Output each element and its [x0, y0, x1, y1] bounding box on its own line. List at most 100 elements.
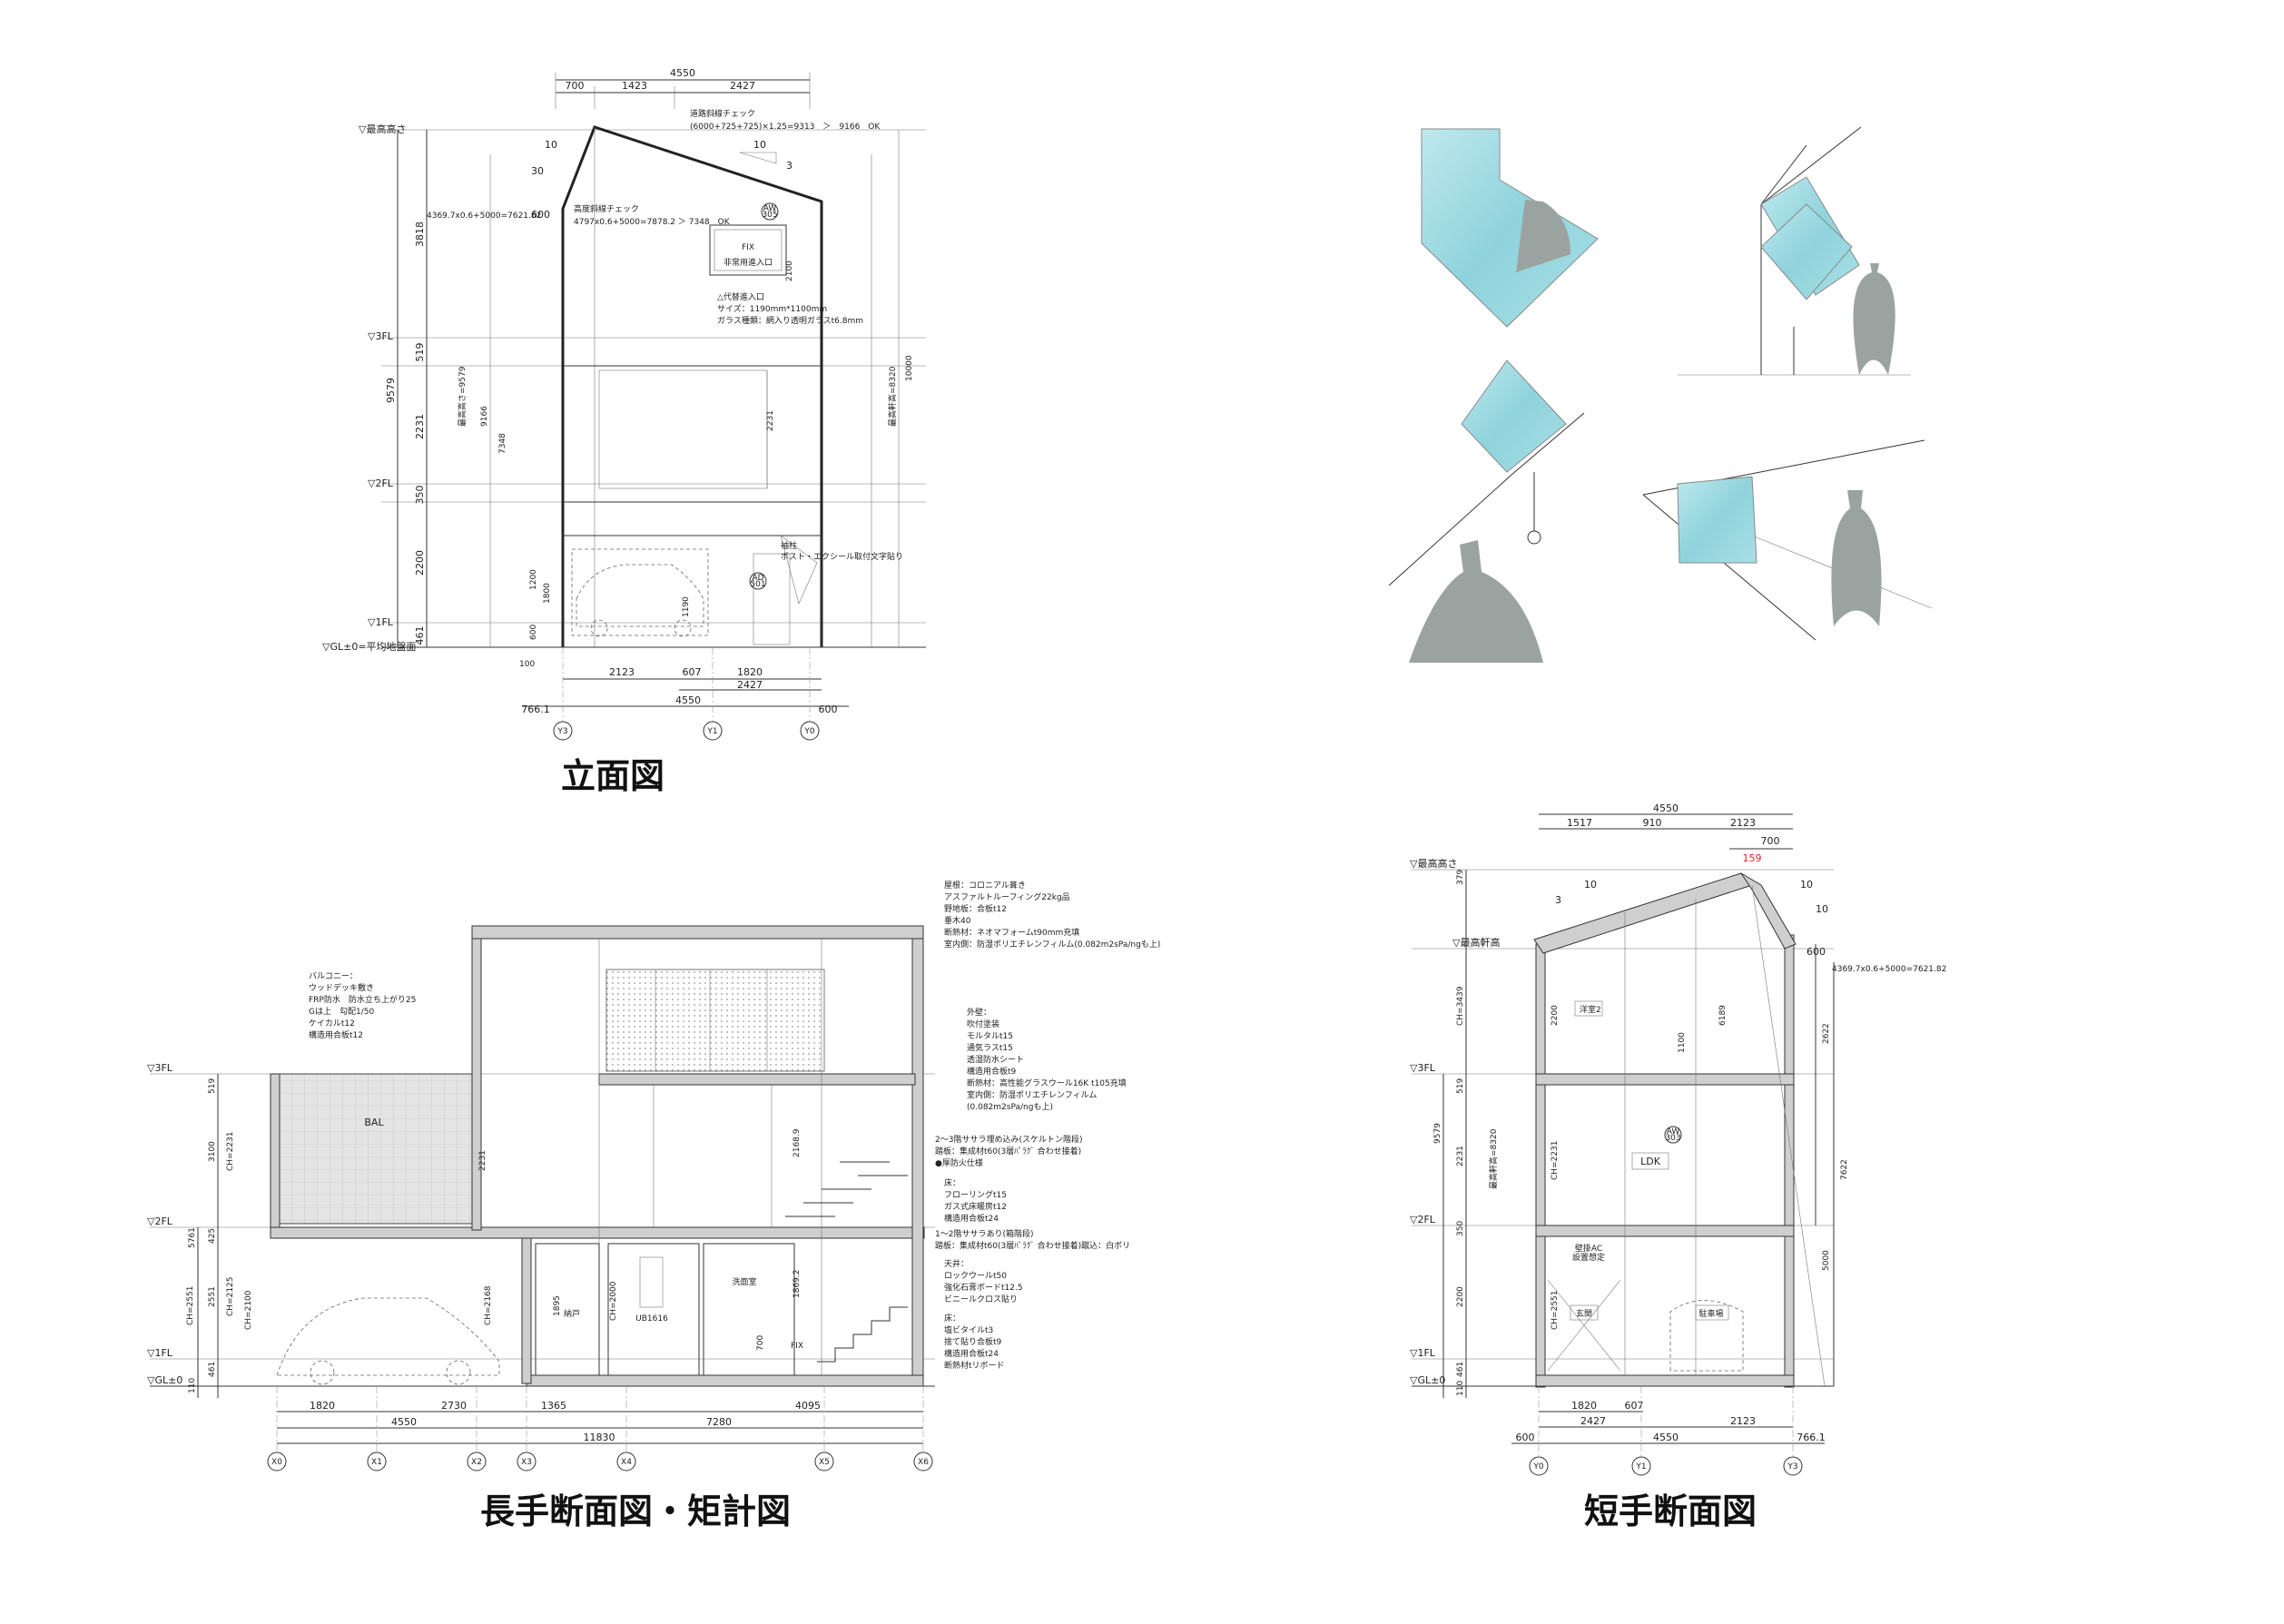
elevation-dim-600: 600: [529, 625, 538, 640]
room-label: UB1616: [635, 1314, 668, 1324]
note-line: 断熱材：ネオマフォームt90mm充填: [944, 927, 1079, 938]
elevation-top-total: 4550: [670, 67, 695, 79]
eave-label: 最高軒高=8320: [887, 366, 898, 427]
grid-label: X5: [819, 1458, 830, 1467]
note-line: ケイカルt12: [309, 1019, 355, 1029]
elevation-left-total: 9579: [385, 378, 397, 403]
short-left-dim: 110: [1456, 1381, 1465, 1396]
elevation-dim-1800: 1800: [543, 583, 552, 604]
room-label: 納戸: [564, 1308, 580, 1319]
short-formula: 4369.7x0.6+5000=7621.82: [1832, 965, 1946, 974]
elevation-bottom-total: 4550: [675, 694, 701, 706]
long-left-dim: 3100: [208, 1141, 217, 1162]
note-line: 強化石膏ボードt12.5: [944, 1282, 1023, 1293]
note-line: 2～3階ササラ埋め込み(スケルトン階段): [935, 1134, 1082, 1145]
short-slope: 10: [1800, 879, 1813, 891]
short-bottom-dim: 607: [1625, 1400, 1644, 1412]
long-inner-dim: 1895: [553, 1295, 562, 1316]
note-line: 天井：: [944, 1258, 969, 1269]
elevation-dim-100: 100: [519, 660, 535, 669]
grid-label: X2: [471, 1458, 482, 1467]
note-line: アスファルトルーフィング22kg品: [944, 891, 1070, 902]
short-inner-dim: 1100: [1678, 1032, 1687, 1053]
room-label: LDK: [1640, 1156, 1661, 1167]
elevation-left-dim: 461: [414, 626, 426, 645]
balcony-area: [276, 1073, 473, 1225]
note-line: 踏板：集成材t60(3層ﾊﾟﾗｸﾞ 合わせ接着)蹴込：白ポリ: [935, 1240, 1130, 1251]
aw-tag: AW: [1667, 1127, 1680, 1137]
elevation-bottom-left: 766.1: [521, 704, 550, 715]
grid-label: X0: [271, 1458, 282, 1467]
short-left-dim: 350: [1456, 1221, 1465, 1236]
elevation-level: ▽最高高さ: [359, 123, 406, 135]
ch-label: CH=2168: [484, 1285, 493, 1325]
short-right-dim: 7622: [1840, 1159, 1849, 1180]
note-line: 屋根：コロニアル葺き: [944, 880, 1026, 891]
elevation-bottom-right: 600: [819, 704, 838, 715]
note-line: 構造用合板t24: [944, 1213, 999, 1224]
room-label: 洋室2: [1580, 1004, 1601, 1015]
ac-label: 壁掛AC: [1575, 1243, 1602, 1254]
elevation-slope: 10: [753, 139, 766, 151]
aw-tag-no: 303: [1665, 1134, 1680, 1143]
elevation-level: ▽2FL: [368, 477, 394, 489]
long-bottom-dim: 4095: [795, 1400, 821, 1412]
road-check-formula: (6000+725+725)×1.25=9313 ＞ 9166 OK: [690, 123, 881, 132]
short-top-part: 910: [1643, 817, 1662, 829]
short-inner-dim: 2200: [1551, 1005, 1560, 1026]
elevation-slope: 30: [531, 165, 544, 177]
note-line: 構造用合板t24: [944, 1348, 999, 1359]
elevation-title: 立面図: [561, 756, 665, 796]
grid-label: X3: [521, 1458, 532, 1467]
short-bottom-dim: 4550: [1653, 1432, 1679, 1443]
short-slope: 3: [1555, 894, 1561, 906]
short-slope: 10: [1816, 903, 1828, 915]
ch-label: CH=2100: [244, 1290, 253, 1330]
concept-sketches: [1388, 126, 1933, 663]
short-section-title: 短手断面図: [1584, 1491, 1757, 1531]
long-left-dim: 519: [208, 1078, 217, 1094]
note-line: 野地板：合板t12: [944, 903, 1007, 914]
short-left-dim: 2231: [1456, 1146, 1465, 1166]
note-line: (0.082m2sPa/ngも上): [967, 1102, 1053, 1112]
height-check-title: 高度斜線チェック: [574, 203, 639, 214]
elevation-bottom-dim: 607: [683, 666, 702, 678]
grid-label: X4: [621, 1458, 632, 1467]
note-line: 室内側：防湿ポリエチレンフィルム(0.082m2sPa/ngも上): [944, 939, 1160, 950]
note-line: ロックウールt50: [944, 1271, 1007, 1281]
long-section-drawing: ▽3FL ▽2FL ▽1FL ▽GL±0 519 3100 5761 425 2…: [147, 880, 1160, 1471]
post-note: ポスト・エクシール取付文字貼り: [781, 551, 903, 562]
long-bottom-dim: 4550: [391, 1416, 417, 1428]
stair-23-notes: 2～3階ササラ埋め込み(スケルトン階段) 踏板：集成材t60(3層ﾊﾟﾗｸﾞ 合…: [935, 1134, 1082, 1168]
long-level: ▽2FL: [147, 1216, 173, 1227]
long-bottom-dim: 11830: [584, 1432, 615, 1443]
aw-tag-no: 305: [762, 211, 777, 220]
short-inner-dim: CH=2551: [1551, 1291, 1560, 1331]
short-level: ▽2FL: [1410, 1214, 1436, 1225]
alt-entry-glass: ガラス種類：網入り透明ガラスt6.8mm: [717, 315, 863, 326]
short-eave: 最高軒高=8320: [1488, 1128, 1499, 1189]
short-left-dim: 2200: [1456, 1286, 1465, 1307]
alt-entry-size: サイズ：1190mm*1100mm: [717, 303, 827, 314]
grid-label: X6: [918, 1458, 929, 1467]
fix-label: FIX: [742, 243, 754, 252]
long-left-dim: 110: [188, 1378, 197, 1393]
elevation-level: ▽GL±0=平均地盤面: [322, 641, 417, 653]
roof-notes: 屋根：コロニアル葺き アスファルトルーフィング22kg品 野地板：合板t12 垂…: [944, 880, 1160, 950]
short-bottom-dim: 600: [1516, 1432, 1535, 1443]
short-top-part: 2123: [1730, 817, 1756, 829]
elevation-left-dim: 3818: [414, 221, 426, 247]
short-top-total: 4550: [1653, 802, 1679, 814]
elevation-dim-7348: 7348: [498, 433, 507, 454]
elevation-offset: 600: [531, 209, 550, 221]
road-check-title: 道路斜線チェック: [690, 108, 755, 119]
short-bottom-dim: 2123: [1730, 1415, 1756, 1427]
long-bottom-dim: 7280: [706, 1416, 732, 1428]
grid-label: Y1: [1635, 1462, 1646, 1471]
long-bottom-dim: 1365: [541, 1400, 566, 1412]
room-label: 駐車場: [1698, 1308, 1723, 1319]
note-line: 塩ビタイルt3: [944, 1324, 993, 1335]
elevation-drawing: 4550 700 1423 2427 ▽最高高さ ▽3FL ▽2FL ▽1FL …: [322, 67, 926, 741]
floor-notes: 床： フローリングt15 ガス式床暖房t12 構造用合板t24: [944, 1177, 1007, 1224]
